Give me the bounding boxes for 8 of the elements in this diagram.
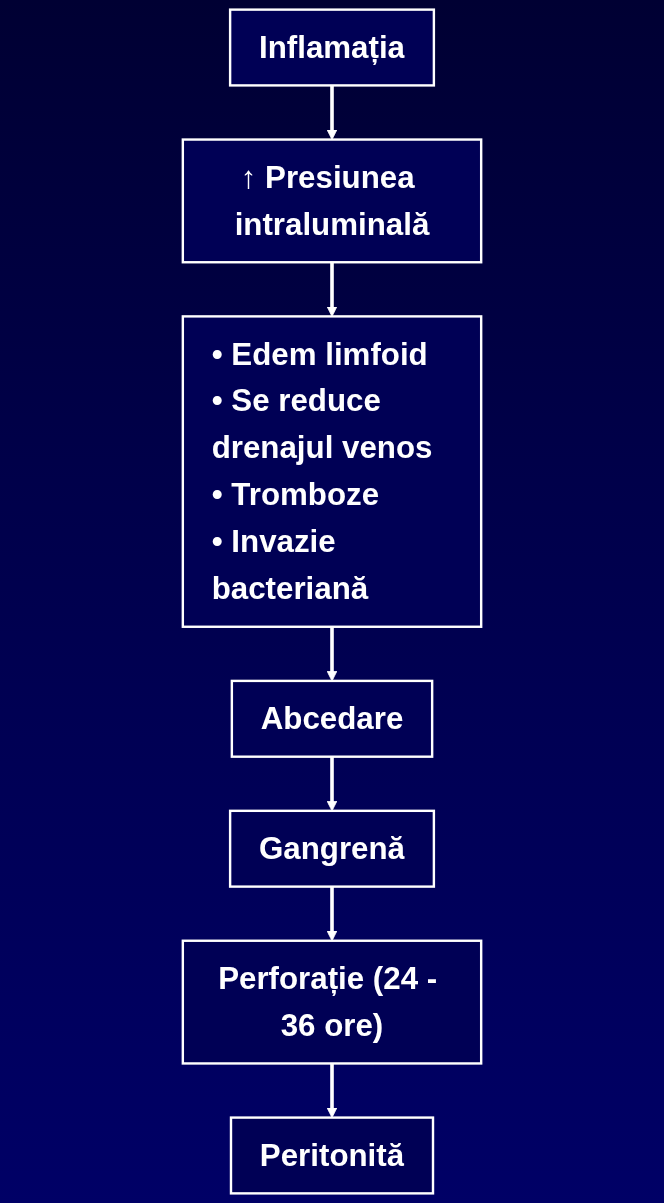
node-box: Abcedare <box>230 679 434 758</box>
node-box: Inflamația <box>228 8 436 87</box>
node-box: Gangrenă <box>228 809 436 888</box>
node-box: Perforație (24 - 36 ore) <box>181 939 483 1065</box>
node-box: Peritonită <box>229 1116 435 1195</box>
node-box: ↑ Presiunea intraluminală <box>181 138 483 264</box>
node-box: • Edem limfoid • Se reduce drenajul venos • Tromboze • Invazie bacteriană <box>181 315 483 628</box>
arrow <box>326 262 338 317</box>
